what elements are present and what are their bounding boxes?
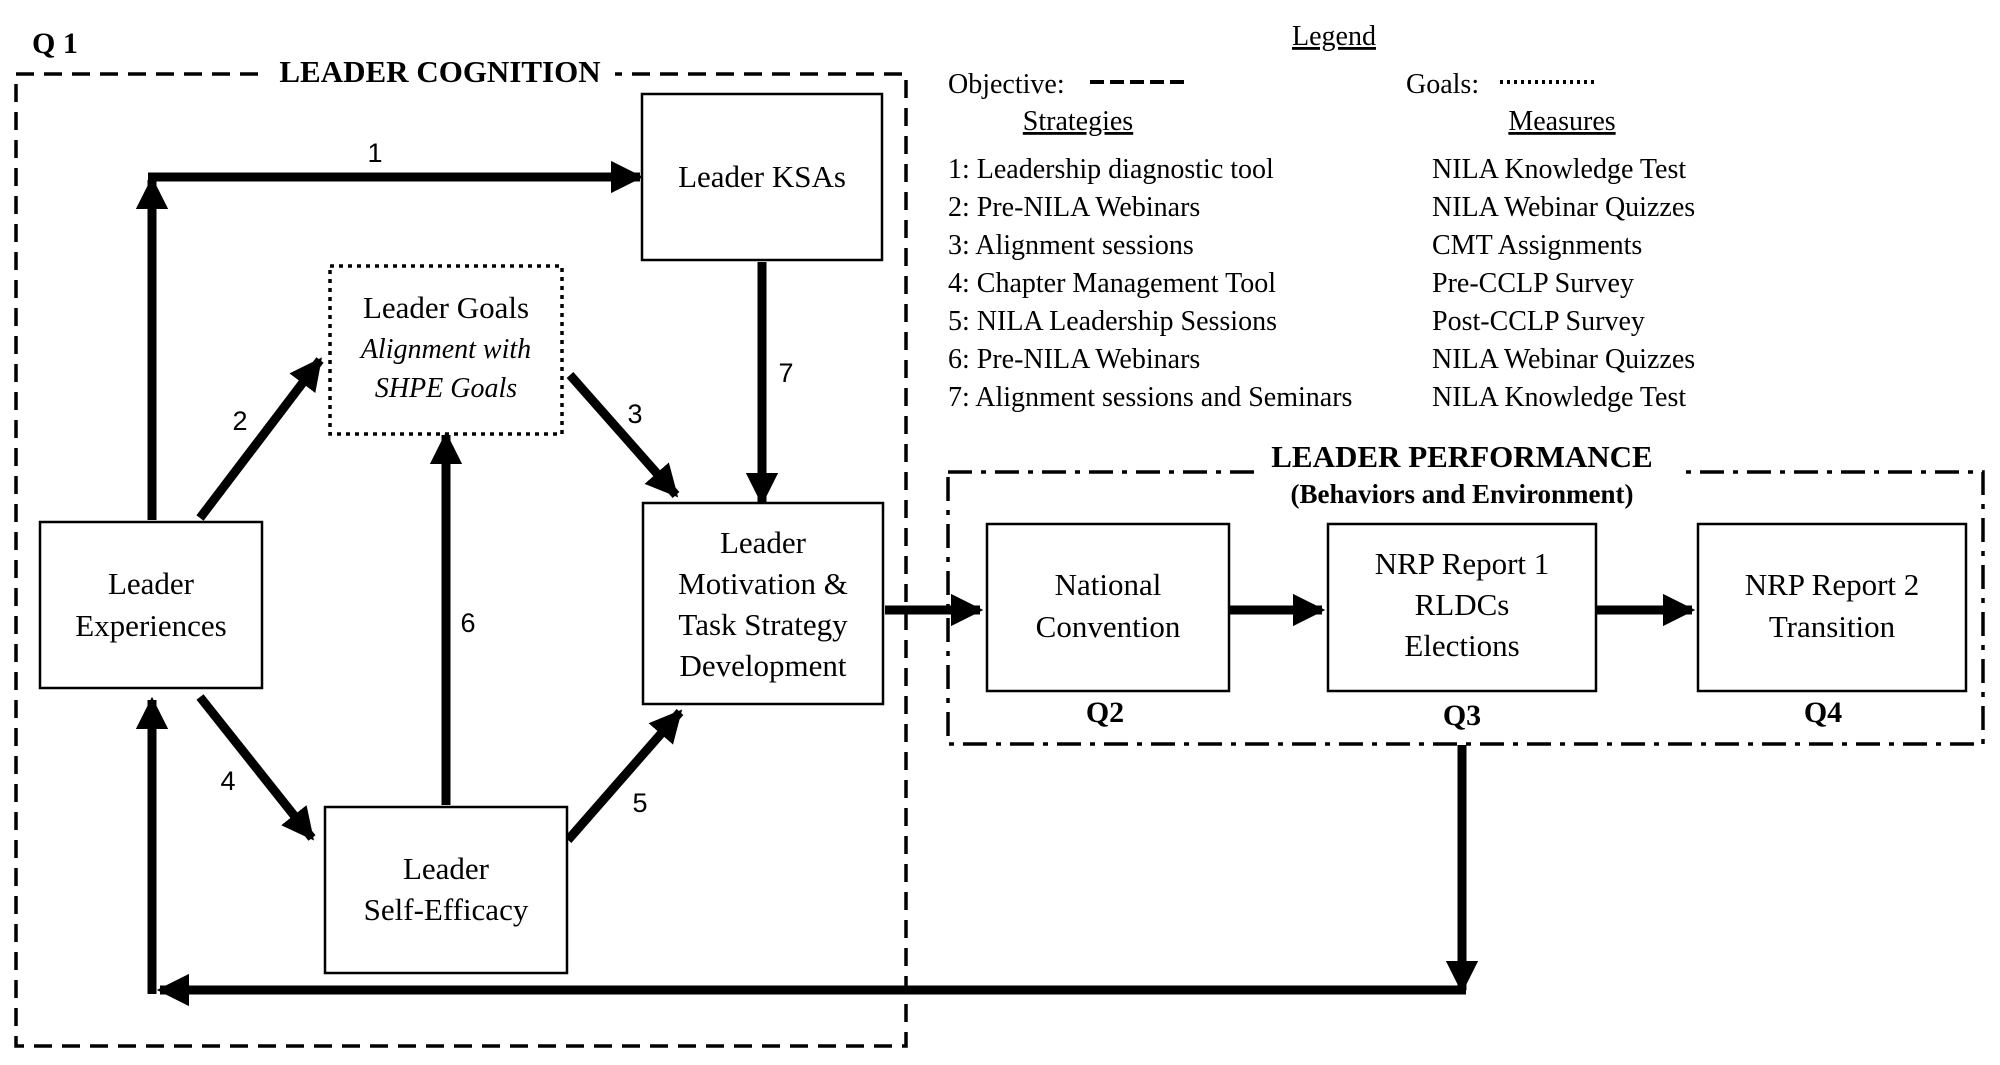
leader-performance-subtitle: (Behaviors and Environment) — [1290, 479, 1633, 509]
legend-objective-label: Objective: — [948, 69, 1065, 100]
national-convention-box — [985, 522, 1231, 693]
arrow-label-4: 4 — [220, 766, 235, 796]
legend-strategy-item: 6: Pre-NILA Webinars — [948, 344, 1200, 375]
arrow-label-6: 6 — [460, 608, 475, 638]
legend-title: Legend — [1292, 21, 1376, 52]
leader-goals-box — [328, 264, 564, 436]
legend-goals-label: Goals: — [1406, 69, 1479, 100]
leader-performance-title: LEADER PERFORMANCE — [1271, 439, 1652, 474]
national-convention-text-1: National — [1055, 567, 1162, 602]
legend: Legend Objective: Goals: Strategies Meas… — [948, 21, 1695, 413]
arrow-label-2: 2 — [232, 406, 247, 436]
legend-strategy-item: 7: Alignment sessions and Seminars — [948, 382, 1352, 413]
cognition-title-mask — [265, 50, 615, 94]
arrow-label-5: 5 — [632, 788, 647, 818]
nrp-report-1-box — [1326, 522, 1598, 693]
legend-measure-item: Pre-CCLP Survey — [1432, 268, 1634, 299]
legend-strategy-item: 1: Leadership diagnostic tool — [948, 154, 1274, 185]
legend-measure-item: NILA Webinar Quizzes — [1432, 192, 1695, 223]
legend-measure-item: NILA Knowledge Test — [1432, 154, 1686, 185]
leader-cognition-title: LEADER COGNITION — [279, 54, 600, 89]
legend-measures-heading: Measures — [1508, 106, 1615, 137]
nrp-report-1-text-2: RLDCs — [1415, 587, 1510, 622]
arrow-2-to-goals — [196, 357, 324, 521]
leader-experiences-box — [38, 520, 264, 690]
arrows — [135, 160, 1696, 1007]
q4-label: Q4 — [1804, 696, 1842, 729]
performance-title-mask — [1255, 438, 1685, 518]
arrow-5-to-motivation — [564, 709, 684, 843]
arrow-3-to-motivation — [566, 372, 680, 498]
legend-measure-item: CMT Assignments — [1432, 230, 1642, 261]
national-convention-text-2: Convention — [1036, 609, 1181, 644]
q3-label: Q3 — [1443, 699, 1481, 732]
arrow-label-1: 1 — [367, 138, 382, 168]
leader-self-efficacy-text-1: Leader — [403, 851, 490, 886]
leader-experiences-text-2: Experiences — [75, 608, 226, 643]
legend-measure-item: Post-CCLP Survey — [1432, 306, 1645, 337]
legend-strategy-item: 2: Pre-NILA Webinars — [948, 192, 1200, 223]
nrp-report-2-box — [1696, 522, 1968, 693]
legend-measure-item: NILA Knowledge Test — [1432, 382, 1686, 413]
arrow-label-3: 3 — [627, 399, 642, 429]
legend-strategy-item: 4: Chapter Management Tool — [948, 268, 1276, 299]
arrow-4-to-self-efficacy — [196, 694, 316, 841]
leader-experiences-text-1: Leader — [108, 566, 195, 601]
nrp-report-2-text-2: Transition — [1769, 609, 1896, 644]
legend-strategy-item: 3: Alignment sessions — [948, 230, 1194, 261]
q1-label: Q 1 — [32, 27, 78, 60]
leader-motivation-text-4: Development — [679, 648, 846, 683]
legend-strategies-heading: Strategies — [1023, 106, 1133, 137]
arrow-label-7: 7 — [778, 358, 793, 388]
leader-self-efficacy-box — [323, 805, 569, 975]
nrp-report-1-text-3: Elections — [1404, 628, 1519, 663]
q2-label: Q2 — [1086, 696, 1124, 729]
nrp-report-2-text-1: NRP Report 2 — [1745, 567, 1920, 602]
legend-measure-item: NILA Webinar Quizzes — [1432, 344, 1695, 375]
leader-goals-text: Leader Goals — [363, 290, 529, 325]
leader-motivation-text-2: Motivation & — [678, 566, 848, 601]
leader-ksas-box — [640, 92, 884, 262]
leader-cognition-frame — [14, 72, 908, 1048]
leader-motivation-box — [641, 501, 885, 706]
nrp-report-1-text-1: NRP Report 1 — [1375, 546, 1550, 581]
leader-self-efficacy-text-2: Self-Efficacy — [364, 892, 529, 927]
legend-strategy-item: 5: NILA Leadership Sessions — [948, 306, 1277, 337]
leader-goals-subtext-1: Alignment with — [359, 334, 531, 365]
leader-goals-subtext-2: SHPE Goals — [375, 373, 517, 404]
legend-strategies-list: 1: Leadership diagnostic tool 2: Pre-NILA… — [948, 154, 1352, 413]
leader-motivation-text-3: Task Strategy — [678, 607, 848, 642]
leader-ksas-text: Leader KSAs — [678, 159, 846, 194]
leader-motivation-text-1: Leader — [720, 525, 807, 560]
